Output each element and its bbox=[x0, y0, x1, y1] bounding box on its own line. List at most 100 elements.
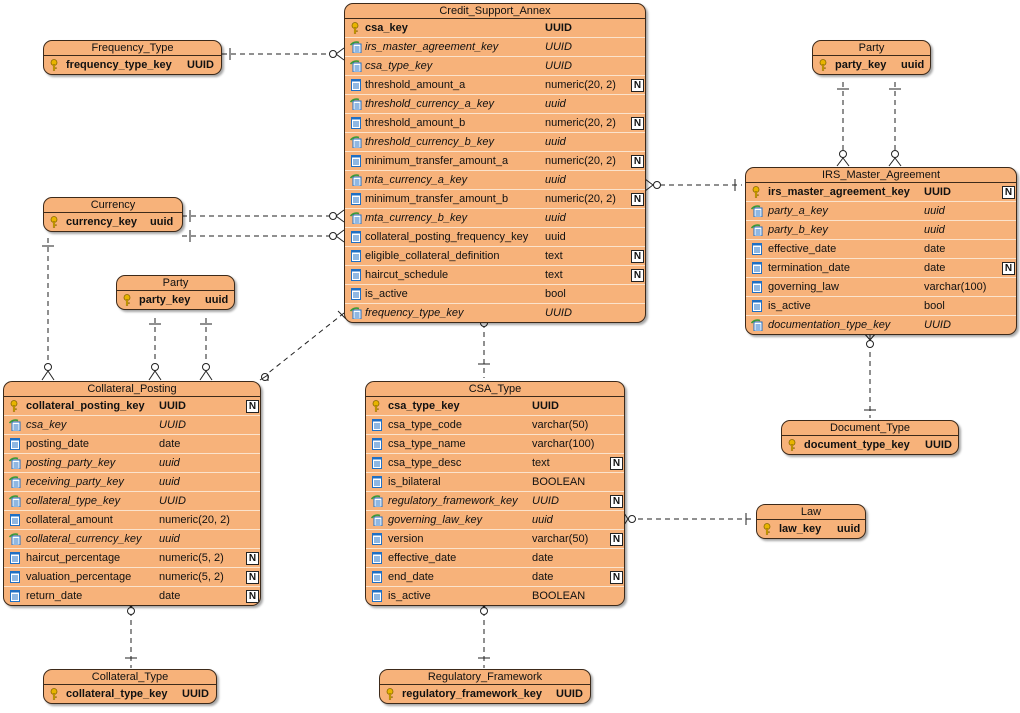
column-name: is_active bbox=[365, 288, 408, 300]
column-type: numeric(20, 2) bbox=[545, 117, 616, 129]
column-name: documentation_type_key bbox=[768, 319, 891, 331]
column-type: numeric(5, 2) bbox=[159, 552, 224, 564]
column-name: threshold_amount_a bbox=[365, 79, 466, 91]
column-type: UUID bbox=[532, 495, 559, 507]
column-type: date bbox=[532, 552, 554, 564]
column-type: text bbox=[545, 250, 563, 262]
column-type: UUID bbox=[182, 688, 209, 700]
nullable-badge: N bbox=[610, 533, 623, 546]
entity-title: Credit_Support_Annex bbox=[345, 4, 645, 19]
column-name: frequency_type_key bbox=[66, 59, 172, 71]
column-name: csa_key bbox=[26, 419, 67, 431]
nullable-badge: N bbox=[610, 495, 623, 508]
entity-title: Collateral_Type bbox=[44, 670, 216, 685]
column-type: uuid bbox=[545, 98, 566, 110]
column-type: uuid bbox=[924, 205, 945, 217]
column-name: is_active bbox=[768, 300, 811, 312]
entity-title: CSA_Type bbox=[366, 382, 624, 397]
column-name: collateral_posting_frequency_key bbox=[365, 231, 529, 243]
nullable-badge: N bbox=[631, 79, 644, 92]
column-name: csa_type_name bbox=[388, 438, 466, 450]
nullable-badge: N bbox=[246, 571, 259, 584]
column-type: uuid bbox=[545, 212, 566, 224]
column-name: csa_type_key bbox=[388, 400, 460, 412]
nullable-badge: N bbox=[246, 552, 259, 565]
entity-title: Frequency_Type bbox=[44, 41, 221, 56]
entity-title: Law bbox=[757, 505, 865, 520]
column-type: numeric(5, 2) bbox=[159, 571, 224, 583]
column-type: uuid bbox=[159, 476, 180, 488]
column-name: posting_date bbox=[26, 438, 89, 450]
column-name: haircut_schedule bbox=[365, 269, 449, 281]
column-type: UUID bbox=[159, 400, 186, 412]
